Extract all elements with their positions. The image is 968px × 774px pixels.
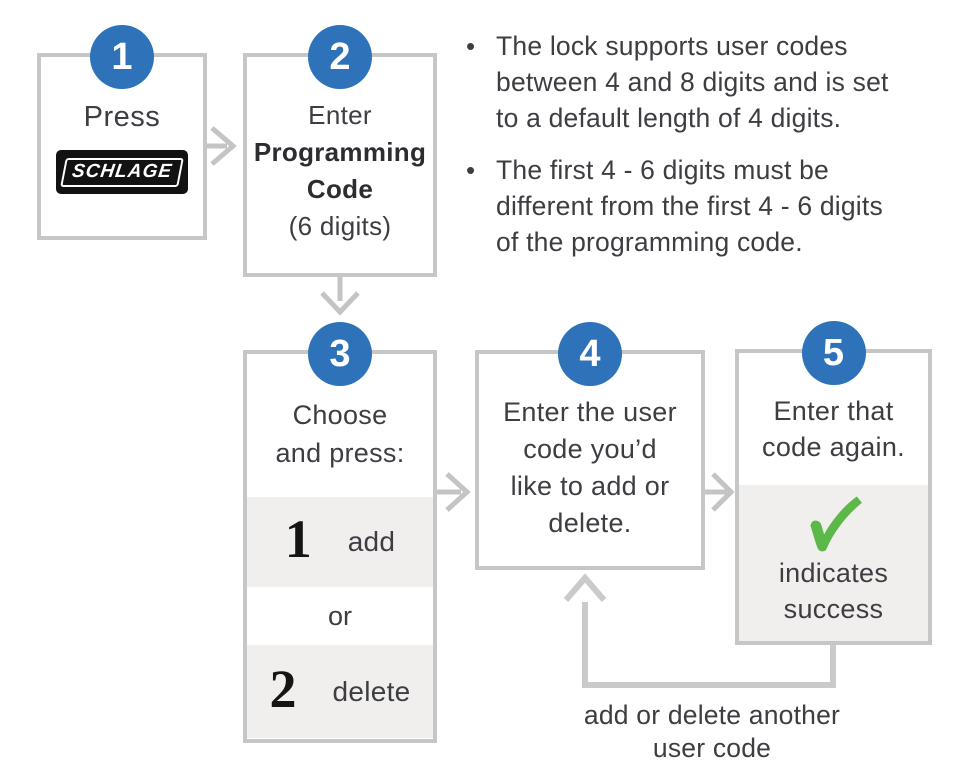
note-item-code-length: • The lock supports user codes between 4…: [460, 28, 952, 136]
schlage-button[interactable]: SCHLAGE: [56, 150, 188, 194]
note-text-digit-rule: The first 4 - 6 digits must be different…: [496, 155, 883, 257]
step-1-action-label: Press: [83, 101, 161, 133]
step-5-box: 5 Enter that code again. indicates succe…: [735, 321, 932, 645]
step-1-box: 1 Press SCHLAGE: [37, 25, 207, 240]
option-delete-row[interactable]: 2 delete: [247, 645, 433, 738]
option-delete-key: 2: [269, 658, 297, 719]
step-4-badge: 4: [558, 322, 622, 386]
loop-label: add or delete another user code: [583, 700, 841, 763]
option-add-row[interactable]: 1 add: [247, 497, 433, 587]
arrow-right-icon-step3-step4: [437, 472, 471, 512]
arrow-right-icon-step1-step2: [207, 126, 237, 166]
success-label: indicates success: [778, 558, 889, 624]
schlage-logo-frame: SCHLAGE: [60, 157, 184, 187]
step-3-options: 1 add or 2 delete: [247, 497, 433, 738]
step-2-line-enter: Enter: [308, 100, 372, 130]
notes-list: • The lock supports user codes between 4…: [460, 28, 952, 276]
step-5-badge: 5: [801, 321, 866, 385]
step-1-badge: 1: [90, 25, 154, 89]
step-4-box: 4 Enter the user code you’d like to add …: [475, 322, 705, 570]
bullet-icon: •: [466, 155, 476, 185]
step-3-title: Choose and press:: [275, 400, 405, 468]
step-3-badge: 3: [308, 322, 372, 386]
step-2-badge: 2: [308, 25, 372, 89]
bullet-icon: •: [466, 31, 476, 61]
step-2-line-digits: (6 digits): [288, 211, 392, 241]
option-separator: or: [327, 600, 352, 631]
check-icon: [809, 496, 862, 552]
note-text-code-length: The lock supports user codes between 4 a…: [496, 31, 889, 133]
step-5-text: Enter that code again.: [762, 396, 905, 462]
step-4-text: Enter the user code you’d like to add or…: [503, 397, 677, 538]
option-add-key: 1: [284, 509, 312, 569]
step-2-box: 2 Enter Programming Code (6 digits): [243, 25, 437, 277]
step-3-box: 3 Choose and press: 1 add or 2 delete: [243, 322, 437, 743]
schlage-logo-text: SCHLAGE: [70, 160, 174, 182]
note-item-digit-rule: • The first 4 - 6 digits must be differe…: [460, 152, 952, 260]
option-delete-label: delete: [332, 675, 411, 707]
arrow-down-icon-step2-step3: [320, 277, 360, 316]
option-add-label: add: [347, 526, 396, 557]
success-zone: indicates success: [739, 485, 928, 641]
step-2-line-programming-code: Programming Code: [253, 137, 427, 204]
arrow-right-icon-step4-step5: [705, 472, 735, 512]
